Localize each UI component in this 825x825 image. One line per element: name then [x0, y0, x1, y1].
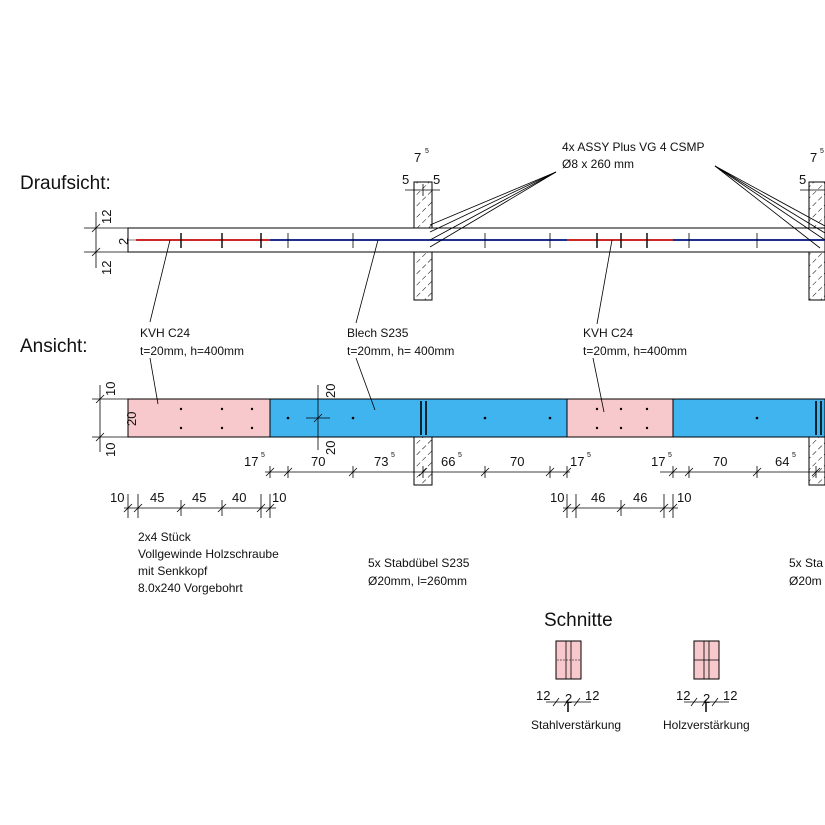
post-b-width: 7: [810, 150, 817, 165]
dim-row-2-value: 10: [110, 490, 124, 505]
dim-row-2-value: 10: [677, 490, 691, 505]
screws-side-line3: mit Senkkopf: [138, 564, 208, 578]
plan-dim-twelve-top: 12: [99, 210, 114, 224]
post-b-width-sup: 5: [820, 148, 824, 155]
dim-row-1-sup: 5: [668, 452, 672, 459]
plan-view: 12 2 12 7 5 5 5 7 5 5 4x ASSY Plus VG 4 …: [84, 140, 825, 301]
dim-row-1-value: 70: [713, 454, 727, 469]
kvh-a-line1: KVH C24: [140, 326, 190, 340]
dim-row-1-value: 70: [510, 454, 524, 469]
post-a-half-left: 5: [402, 172, 409, 187]
plan-dim-two: 2: [116, 238, 131, 245]
sec-steel-dim-mid: 2: [565, 691, 572, 706]
dim-row-1-sup: 5: [458, 452, 462, 459]
section-wood-label: Holzverstärkung: [663, 718, 750, 732]
elev-dim-ten-bottom: 10: [103, 443, 118, 457]
dim-row-2-value: 45: [192, 490, 206, 505]
blech-line1: Blech S235: [347, 326, 409, 340]
screws-side-line2: Vollgewinde Holzschraube: [138, 547, 279, 561]
dim-row-1-value: 64: [775, 454, 789, 469]
elev-steel-b: [672, 398, 825, 438]
sec-steel-dim-left: 12: [536, 688, 550, 703]
post-a-width: 7: [414, 150, 421, 165]
dim-row-1-value: 73: [374, 454, 388, 469]
dim-row-2-value: 46: [591, 490, 605, 505]
elev-dim-ten-top: 10: [103, 382, 118, 396]
top-view-heading: Draufsicht:: [20, 173, 111, 194]
elev-post-b: [808, 436, 825, 486]
screws-top-line2: Ø8 x 260 mm: [562, 157, 634, 171]
elev-dim-twenty-upper: 20: [323, 384, 338, 398]
dim-row-1-value: 70: [311, 454, 325, 469]
sec-wood-dim-right: 12: [723, 688, 737, 703]
screws-top-line1: 4x ASSY Plus VG 4 CSMP: [562, 140, 705, 154]
dim-row-1-value: 66: [441, 454, 455, 469]
sec-steel-dim-right: 12: [585, 688, 599, 703]
dim-row-2-value: 45: [150, 490, 164, 505]
blech-line2: t=20mm, h= 400mm: [347, 344, 454, 358]
post-a-width-sup: 5: [425, 148, 429, 155]
sections-heading: Schnitte: [544, 610, 613, 631]
dim-row-1-sup: 5: [792, 452, 796, 459]
kvh-b-line2: t=20mm, h=400mm: [583, 344, 687, 358]
elevation-view: 10 20 10 20 20: [92, 357, 825, 486]
plan-dim-twelve-bottom: 12: [99, 261, 114, 275]
elevation-heading: Ansicht:: [20, 336, 88, 357]
dowels-b-line2: Ø20m: [789, 574, 822, 588]
section-steel: [546, 640, 591, 712]
dim-row-1: [265, 466, 825, 478]
dim-row-2-value: 40: [232, 490, 246, 505]
post-a-half-right: 5: [433, 172, 440, 187]
dim-row-2-value: 10: [550, 490, 564, 505]
section-steel-label: Stahlverstärkung: [531, 718, 621, 732]
dim-row-1-value: 17: [570, 454, 584, 469]
dim-row-2: [123, 494, 678, 518]
kvh-a-line2: t=20mm, h=400mm: [140, 344, 244, 358]
dim-row-1-value: 17: [651, 454, 665, 469]
dowels-b-line1: 5x Sta: [789, 556, 823, 570]
elev-dim-twenty-left: 20: [124, 412, 139, 426]
dim-row-2-value: 10: [272, 490, 286, 505]
dim-row-1-sup: 5: [587, 452, 591, 459]
dowels-a-line1: 5x Stabdübel S235: [368, 556, 470, 570]
elev-wood-a: [127, 398, 271, 438]
screws-side-line1: 2x4 Stück: [138, 530, 192, 544]
screws-side-line4: 8.0x240 Vorgebohrt: [138, 581, 243, 595]
dowels-a-line2: Ø20mm, l=260mm: [368, 574, 467, 588]
elev-wood-b: [566, 398, 674, 438]
dim-row-1-sup: 5: [261, 452, 265, 459]
dim-row-2-value: 46: [633, 490, 647, 505]
dim-row-1-sup: 5: [391, 452, 395, 459]
elev-post-a: [413, 436, 433, 486]
dim-row-1-value: 17: [244, 454, 258, 469]
sec-wood-dim-mid: 2: [703, 691, 710, 706]
section-wood: [684, 640, 729, 712]
sec-wood-dim-left: 12: [676, 688, 690, 703]
kvh-b-line1: KVH C24: [583, 326, 633, 340]
elev-dim-twenty-lower: 20: [323, 441, 338, 455]
dim-row-2-labels: 10 45 45 40 10 10 46 46 10: [110, 490, 691, 505]
post-b-half: 5: [799, 172, 806, 187]
